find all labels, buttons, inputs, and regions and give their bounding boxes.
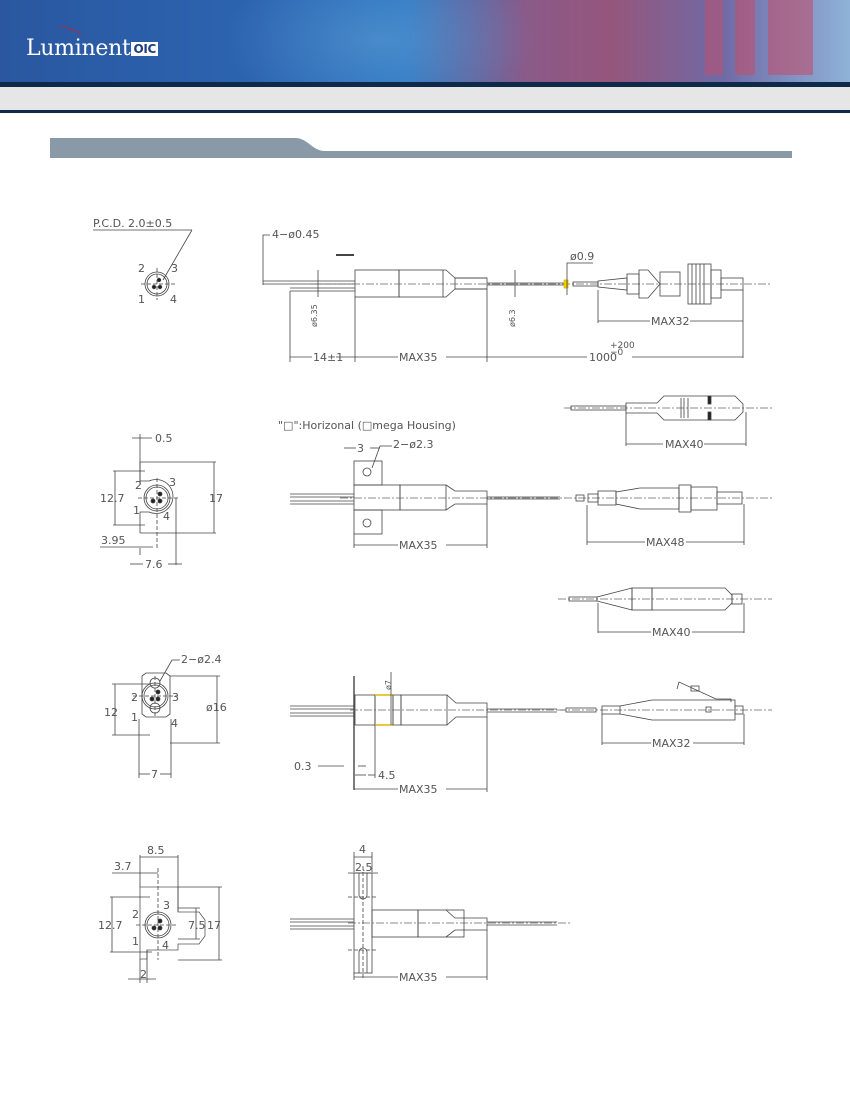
dim-body: MAX35 xyxy=(399,539,438,552)
header-banner: Luminent OIC xyxy=(0,0,850,82)
dim-label: 3.7 xyxy=(114,860,132,873)
dia-right-label: ø6.3 xyxy=(508,309,517,327)
pin-label: 3 xyxy=(169,476,176,489)
dim-label: 12 xyxy=(104,706,118,719)
header-subbar xyxy=(0,87,850,110)
pin-label: 2 xyxy=(132,908,139,921)
connector-length-label: MAX32 xyxy=(651,315,690,328)
dim-fiber-tol-minus: −0 xyxy=(610,348,624,358)
connector-length-label: MAX40 xyxy=(665,438,704,451)
dim-label: ø16 xyxy=(206,701,227,714)
dim-step: 4.5 xyxy=(378,769,396,782)
dim-label: 17 xyxy=(209,492,223,505)
row1-side-view: 4−ø0.45 ø6.35 ø6.3 ø0.9 14±1 MAX35 1000 … xyxy=(262,228,770,364)
pin-label: 3 xyxy=(163,899,170,912)
dim-label: 3.95 xyxy=(101,534,126,547)
row2-connector-top: MAX40 xyxy=(564,395,772,451)
hole-label: 2−ø2.3 xyxy=(393,438,433,451)
row1-pin-view: P.C.D. 2.0±0.5 2 3 1 4 xyxy=(93,217,193,306)
dia-left-label: ø6.35 xyxy=(310,304,319,327)
pin-label: 4 xyxy=(163,510,170,523)
hole-label: 2−ø2.4 xyxy=(181,653,221,666)
pin-label: 4 xyxy=(162,939,169,952)
dim-label: 12.7 xyxy=(98,919,123,932)
dim-fiber-tol-plus: +200 xyxy=(610,341,635,351)
pin-label: 3 xyxy=(171,262,178,275)
header-divider-bottom xyxy=(0,110,850,113)
connector-length-label: MAX40 xyxy=(652,626,691,639)
dim-body: MAX35 xyxy=(399,783,438,796)
dim-body: MAX35 xyxy=(399,351,438,364)
connector-length-label: MAX32 xyxy=(652,737,691,750)
dim-label: 2 xyxy=(140,968,147,981)
header-divider-top xyxy=(0,82,850,87)
dim-hole-offset: 3 xyxy=(357,442,364,455)
company-logo: Luminent OIC xyxy=(26,24,159,61)
pin-label: 2 xyxy=(131,691,138,704)
row2-side-view: "□":Horizonal (□mega Housing) 3 2−ø2.3 M… xyxy=(278,419,565,552)
pin-label: 2 xyxy=(135,479,142,492)
dim-slot: 2.5 xyxy=(355,861,373,874)
housing-note: "□":Horizonal (□mega Housing) xyxy=(278,419,456,432)
row4-pin-view: 2 3 1 4 8.5 3.7 12.7 7.5 17 2 xyxy=(98,844,222,983)
section-title-bar xyxy=(50,138,792,158)
pin-label: 4 xyxy=(170,293,177,306)
dim-label: 7.6 xyxy=(145,558,163,571)
banner-stripe xyxy=(735,0,755,75)
dim-label: 7 xyxy=(151,768,158,781)
row3-pin-view: 2−ø2.4 2 3 1 4 12 ø16 7 xyxy=(104,653,227,781)
dim-label: 0.5 xyxy=(155,432,173,445)
connector-length-label: MAX48 xyxy=(646,536,685,549)
dim-flange: 0.3 xyxy=(294,760,312,773)
dim-lead: 14±1 xyxy=(313,351,343,364)
dim-fiber: 1000 xyxy=(589,351,617,364)
pin-label: 2 xyxy=(138,262,145,275)
dim-label: 12.7 xyxy=(100,492,125,505)
lead-label: 4−ø0.45 xyxy=(272,228,319,241)
row2-pin-view: 0.5 2 3 1 4 12.7 17 3.95 7.6 xyxy=(100,432,223,571)
pin-label: 1 xyxy=(138,293,145,306)
dim-label: 7.5 xyxy=(188,919,206,932)
pin-label: 4 xyxy=(171,717,178,730)
row4-side-view: 4 2.5 MAX35 xyxy=(290,843,570,984)
banner-glow xyxy=(220,0,540,82)
pin-label: 1 xyxy=(131,711,138,724)
dim-label: 17 xyxy=(207,919,221,932)
dia-label: ø7 xyxy=(384,680,393,690)
pcd-label: P.C.D. 2.0±0.5 xyxy=(93,217,172,230)
pin-label: 1 xyxy=(133,504,140,517)
pin-label: 1 xyxy=(132,935,139,948)
logo-text: Luminent xyxy=(26,36,131,61)
fiber-dia-label: ø0.9 xyxy=(570,250,594,263)
dim-body: MAX35 xyxy=(399,971,438,984)
banner-stripe xyxy=(768,0,813,75)
banner-stripe xyxy=(705,0,723,75)
row2-connector-bottom: MAX48 xyxy=(564,484,772,549)
row3-connector-top: MAX40 xyxy=(558,587,772,639)
dim-top: 4 xyxy=(359,843,366,856)
pin-label: 3 xyxy=(172,691,179,704)
dim-label: 8.5 xyxy=(147,844,165,857)
logo-suffix: OIC xyxy=(131,41,159,56)
row3-connector-lc: MAX32 xyxy=(558,681,772,750)
row3-side-view: ø7 0.3 4.5 MAX35 xyxy=(290,672,565,796)
